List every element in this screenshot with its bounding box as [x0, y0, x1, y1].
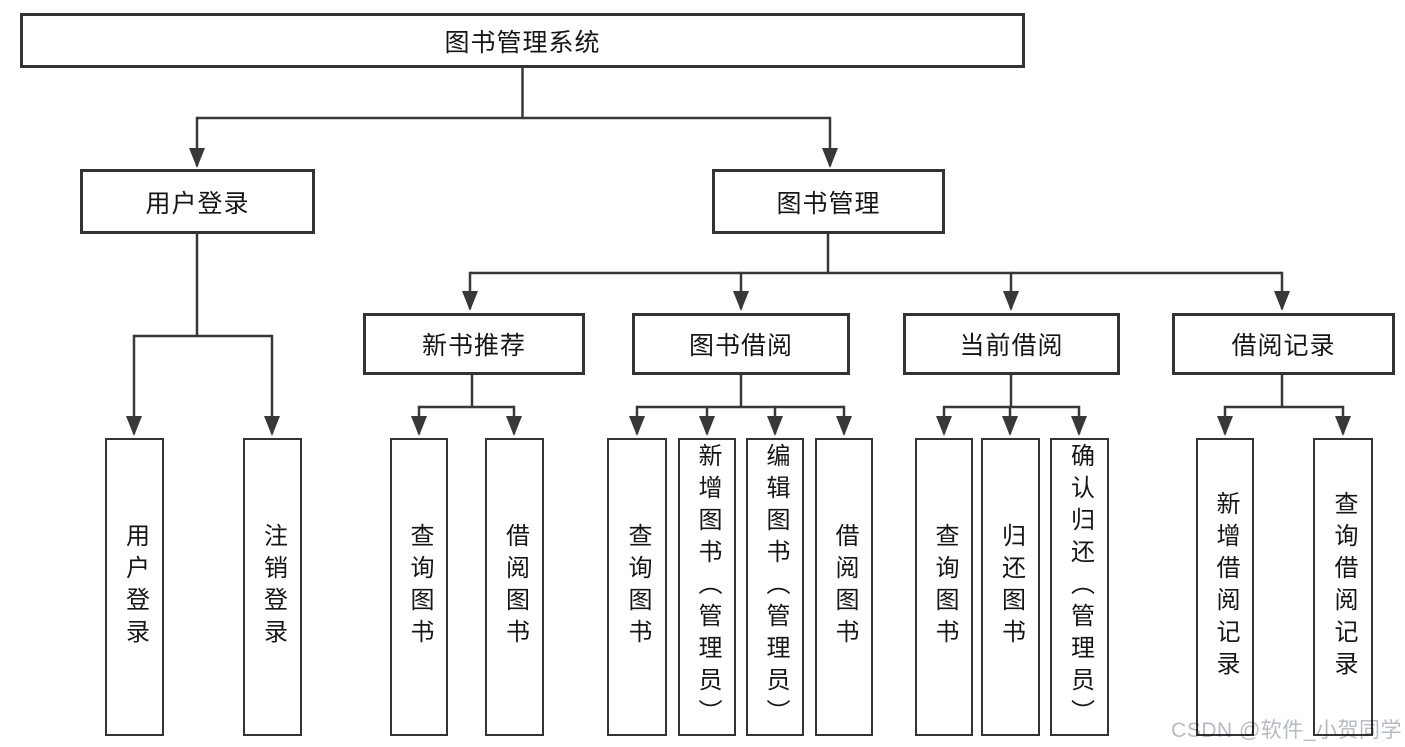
node-book-management: 图书管理	[712, 169, 945, 234]
leaf-borrow-query-books: 查询图书	[607, 438, 667, 736]
connector-current-borrow-to-leaves	[936, 375, 1087, 436]
connector-new-book-recommend-to-leaves	[411, 375, 522, 436]
leaf-current-confirm-return-admin: 确认归还（管理员）	[1050, 438, 1109, 736]
leaf-current-query-books: 查询图书	[915, 438, 973, 736]
node-user-login-branch: 用户登录	[80, 169, 315, 234]
leaf-user-login: 用户登录	[105, 438, 164, 736]
leaf-recommend-query-books: 查询图书	[390, 438, 448, 736]
leaf-borrow-edit-books-admin: 编辑图书（管理员）	[746, 438, 804, 736]
connector-book-borrow-to-leaves	[629, 375, 852, 436]
node-book-borrow: 图书借阅	[632, 313, 850, 375]
node-root-library-management-system: 图书管理系统	[20, 13, 1025, 68]
leaf-current-return-books: 归还图书	[981, 438, 1040, 736]
node-borrow-records: 借阅记录	[1172, 313, 1395, 375]
leaf-borrow-borrow-books: 借阅图书	[815, 438, 873, 736]
node-new-book-recommend: 新书推荐	[363, 313, 585, 375]
node-current-borrow: 当前借阅	[903, 313, 1120, 375]
connector-user-login-to-leaves	[126, 234, 280, 436]
csdn-watermark: CSDN @软件_小贺同学	[1171, 719, 1402, 742]
connector-borrow-records-to-leaves	[1217, 375, 1351, 436]
leaf-recommend-borrow-books: 借阅图书	[485, 438, 544, 736]
leaf-records-add-record: 新增借阅记录	[1196, 438, 1254, 736]
leaf-borrow-add-books-admin: 新增图书（管理员）	[678, 438, 736, 736]
leaf-logout: 注销登录	[243, 438, 302, 736]
connector-root-to-level2	[189, 67, 838, 168]
connector-book-management-to-level3	[462, 234, 1290, 311]
leaf-records-query-record: 查询借阅记录	[1313, 438, 1373, 736]
